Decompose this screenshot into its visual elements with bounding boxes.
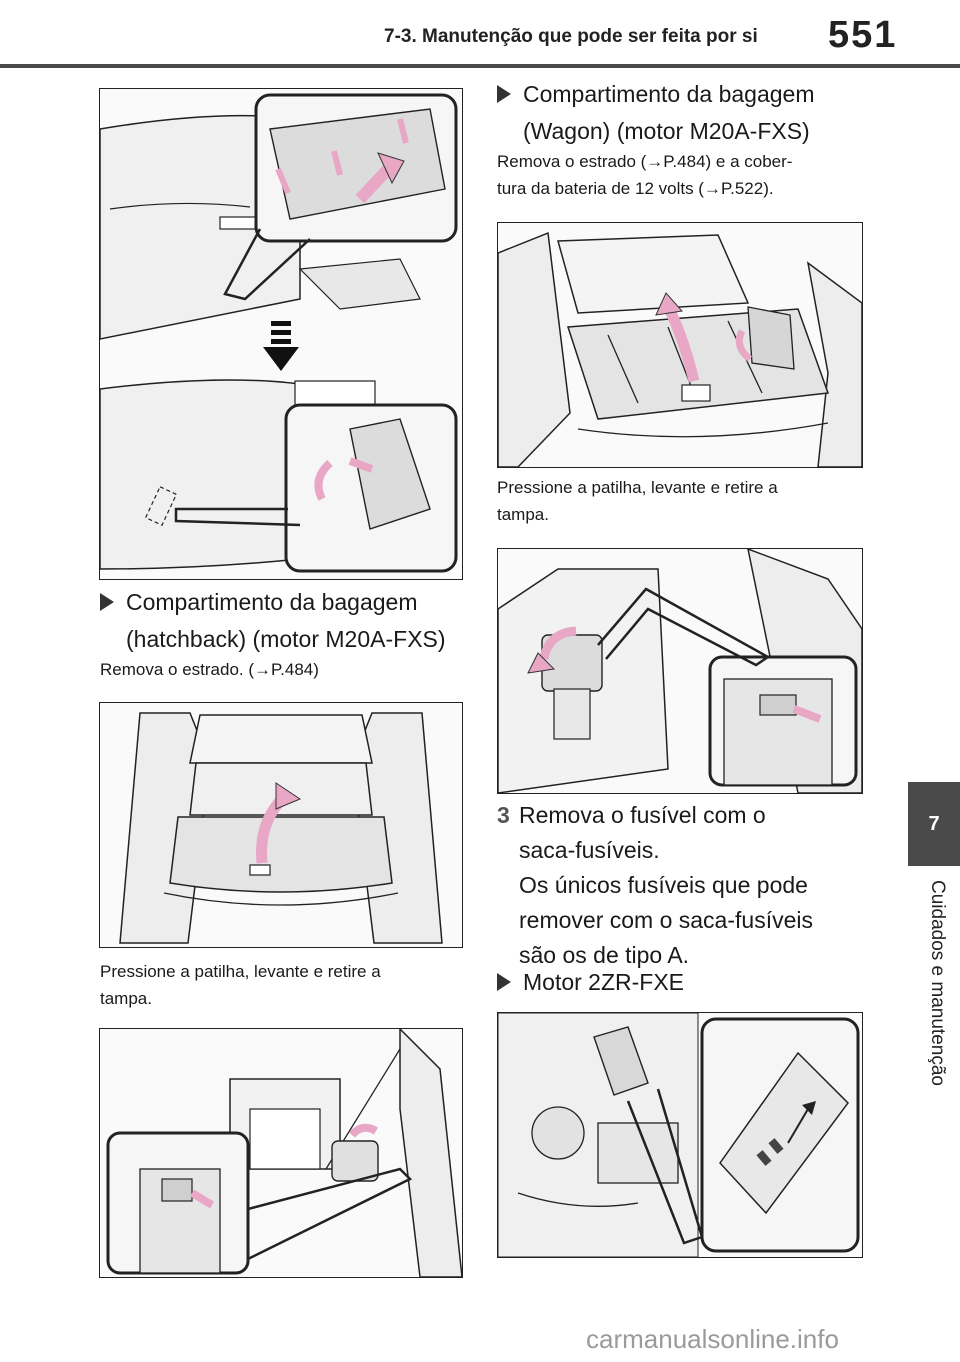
- figure-hatchback-luggage: [99, 702, 463, 948]
- instruction-line: Remova o estrado (→P.484) e a cober-: [497, 152, 793, 171]
- figure-wagon-luggage: [497, 222, 863, 468]
- hatchback-fuse-cover-illustration: [100, 1029, 462, 1277]
- step-3-remove-fuse: 3 Remova o fusível com o saca-fusíveis. …: [497, 798, 861, 973]
- step-line: Os únicos fusíveis que pode: [519, 872, 808, 898]
- chapter-tab[interactable]: 7: [908, 782, 960, 866]
- caption-press-tab-hatchback: Pressione a patilha, levante e retire a …: [100, 958, 460, 1012]
- dashboard-panel-illustration: [100, 89, 462, 579]
- chapter-label: Cuidados e manutenção: [927, 880, 948, 1086]
- caption-line: tampa.: [100, 989, 152, 1008]
- engine-fuse-box-illustration: [498, 1013, 862, 1257]
- figure-hatchback-fuse-cover: [99, 1028, 463, 1278]
- heading-line: (hatchback) (motor M20A-FXS): [126, 626, 446, 652]
- heading-wagon-luggage: Compartimento da bagagem (Wagon) (motor …: [497, 76, 861, 150]
- page-number: 551: [828, 14, 898, 56]
- step-line: são os de tipo A.: [519, 942, 690, 968]
- figure-wagon-fuse-cover: [497, 548, 863, 794]
- step-line: saca-fusíveis.: [519, 837, 660, 863]
- instruction-remove-mat: Remova o estrado. (→P.484): [100, 660, 319, 679]
- step-line: remover com o saca-fusíveis: [519, 907, 813, 933]
- heading-line: Compartimento da bagagem: [126, 589, 418, 615]
- caption-line: Pressione a patilha, levante e retire a: [497, 478, 778, 497]
- triangle-bullet-icon: [497, 973, 511, 991]
- header-divider: [0, 64, 960, 68]
- step-line: Remova o fusível com o: [519, 802, 766, 828]
- heading-line: Motor 2ZR-FXE: [523, 969, 685, 995]
- caption-line: tampa.: [497, 505, 549, 524]
- instruction-line: tura da bateria de 12 volts (→P.522).: [497, 179, 774, 198]
- figure-engine-fuse-box: [497, 1012, 863, 1258]
- figure-dashboard-panel: [99, 88, 463, 580]
- hatchback-luggage-illustration: [100, 703, 462, 947]
- heading-hatchback-luggage: Compartimento da bagagem (hatchback) (mo…: [100, 584, 460, 658]
- triangle-bullet-icon: [497, 85, 511, 103]
- step-number: 3: [497, 802, 510, 828]
- heading-line: Compartimento da bagagem: [523, 81, 815, 107]
- heading-line: (Wagon) (motor M20A-FXS): [523, 118, 810, 144]
- watermark: carmanualsonline.info: [586, 1324, 839, 1354]
- heading-2zr-fxe-engine: Motor 2ZR-FXE: [497, 964, 861, 1001]
- wagon-luggage-illustration: [498, 223, 862, 467]
- chapter-number: 7: [928, 812, 940, 835]
- caption-press-tab-wagon: Pressione a patilha, levante e retire a …: [497, 474, 861, 528]
- instruction-remove-mat-and-cover: Remova o estrado (→P.484) e a cober- tur…: [497, 148, 861, 202]
- caption-line: Pressione a patilha, levante e retire a: [100, 962, 381, 981]
- chapter-section-title: 7-3. Manutenção que pode ser feita por s…: [384, 26, 758, 47]
- triangle-bullet-icon: [100, 593, 114, 611]
- wagon-fuse-cover-illustration: [498, 549, 862, 793]
